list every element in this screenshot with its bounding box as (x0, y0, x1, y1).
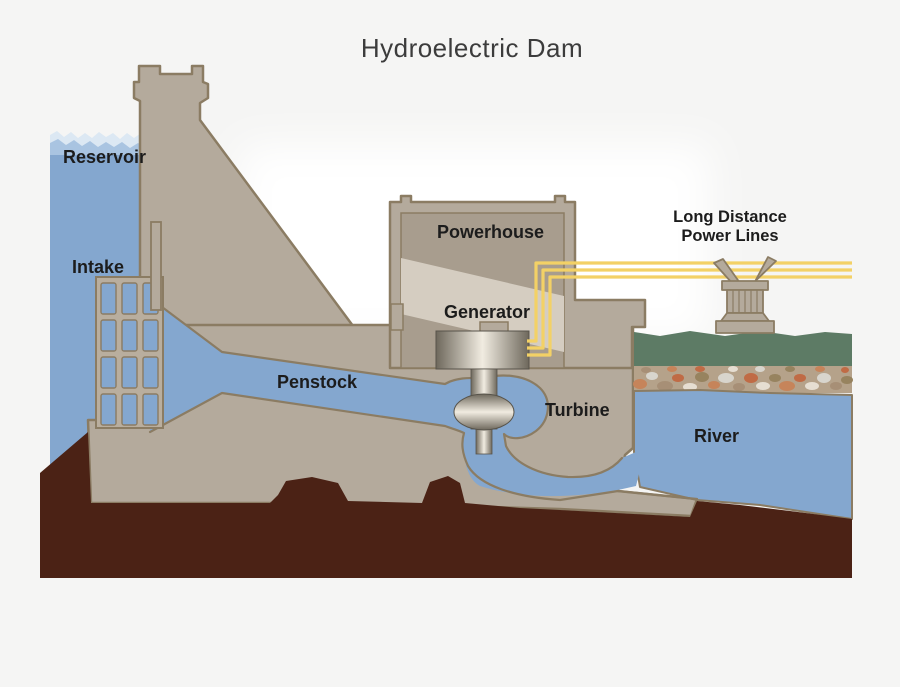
label-reservoir: Reservoir (63, 147, 146, 167)
transmission-tower (713, 256, 777, 334)
penstock-outline-bottom (148, 391, 699, 502)
rock (794, 374, 806, 382)
rock (779, 381, 795, 391)
rock (756, 382, 770, 390)
rock (755, 366, 765, 372)
rock (708, 381, 720, 389)
rock (830, 382, 842, 390)
label-penstock: Penstock (277, 372, 358, 392)
label-powerhouse: Powerhouse (437, 222, 544, 242)
rock (695, 372, 709, 382)
rock (744, 373, 758, 383)
rock (769, 374, 781, 382)
label-river: River (694, 426, 739, 446)
power-cable (527, 261, 852, 343)
rock (817, 373, 831, 383)
generator-cylinder (435, 330, 530, 370)
diagram-title: Hydroelectric Dam (361, 33, 583, 63)
label-power-lines-1: Long Distance (673, 208, 787, 226)
label-generator: Generator (444, 302, 530, 322)
rock (695, 366, 705, 372)
rock (672, 374, 684, 382)
rock (728, 366, 738, 372)
tower-cap (721, 280, 769, 291)
tower-ribs (732, 290, 758, 313)
reservoir-wave-mid (50, 139, 150, 160)
earth-ground (40, 432, 852, 578)
rock (841, 367, 849, 373)
grass-bank (634, 331, 852, 376)
turbine-wheel (453, 393, 515, 431)
power-cables (527, 261, 852, 357)
rock (815, 366, 825, 372)
powerhouse-light-stripe (401, 258, 564, 352)
rock (805, 382, 819, 390)
rock (641, 367, 651, 373)
rock (841, 376, 853, 384)
rock (733, 383, 745, 391)
rock (785, 366, 795, 372)
intake-slots (100, 282, 159, 426)
label-power-lines-2: Power Lines (681, 227, 778, 245)
rock (683, 383, 697, 391)
rock (667, 366, 677, 372)
powerhouse-pilaster (390, 303, 404, 331)
rock-band (633, 366, 853, 391)
power-cable (527, 268, 852, 350)
label-intake: Intake (72, 257, 124, 277)
turbine-shaft-lower (475, 427, 493, 455)
rock (646, 372, 658, 380)
gate-slot-bar (150, 221, 162, 311)
tower-flare (720, 312, 770, 322)
penstock-water (150, 298, 640, 497)
rock (633, 379, 647, 389)
rock (657, 381, 673, 391)
power-cable (527, 275, 852, 357)
rock (718, 373, 734, 383)
dam-body (132, 64, 358, 332)
tower-plinth (715, 320, 775, 334)
label-turbine: Turbine (545, 400, 610, 420)
